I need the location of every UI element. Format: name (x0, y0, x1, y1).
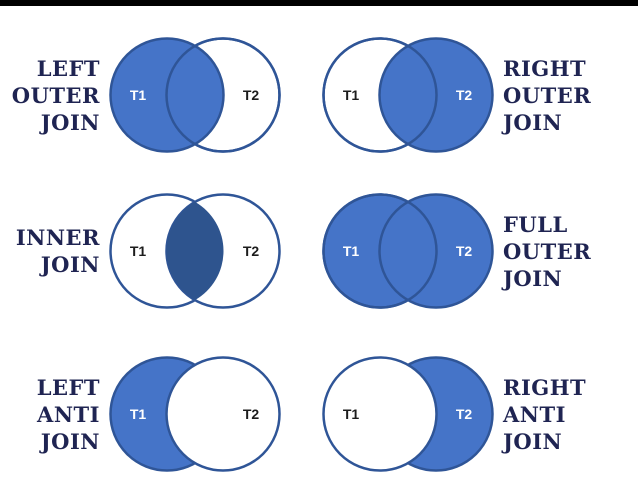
inner-join-venn: T1 T2 (106, 189, 286, 313)
full-outer-join-label: FULL OUTER JOIN (503, 211, 592, 291)
left-anti-join-venn: T1 T2 (106, 352, 286, 476)
cell-full-outer-join: T1 T2 FULL OUTER JOIN (319, 189, 635, 313)
t1-label: T1 (130, 406, 147, 422)
cell-left-outer-join: LEFT OUTER JOIN T1 T2 (0, 33, 286, 157)
right-outer-join-venn: T1 T2 (319, 33, 499, 157)
right-outer-join-label: RIGHT OUTER JOIN (503, 55, 592, 135)
t2-label: T2 (243, 243, 260, 259)
venn-left-anti: T1 T2 (109, 356, 281, 472)
venn-right-anti: T1 T2 (322, 356, 494, 472)
t1-circle-outline (322, 193, 438, 309)
left-outer-join-venn: T1 T2 (106, 33, 286, 157)
cell-right-outer-join: T1 T2 RIGHT OUTER JOIN (319, 33, 635, 157)
t2-label: T2 (456, 87, 473, 103)
row-outer-joins: LEFT OUTER JOIN T1 T2 T1 T2 RIGHT OUTER JO… (0, 33, 638, 157)
t1-label: T1 (343, 243, 360, 259)
full-outer-join-venn: T1 T2 (319, 189, 499, 313)
venn-full-outer: T1 T2 (322, 193, 494, 309)
venn-inner: T1 T2 (109, 193, 281, 309)
intersection-lens (166, 201, 224, 301)
t2-label: T2 (456, 243, 473, 259)
venn-left-outer: T1 T2 (109, 37, 281, 153)
t2-label: T2 (243, 406, 260, 422)
t2-label: T2 (243, 87, 260, 103)
t2-circle (165, 356, 281, 472)
t1-label: T1 (343, 87, 360, 103)
right-anti-join-label: RIGHT ANTI JOIN (503, 374, 587, 454)
inner-join-label: INNER JOIN (15, 225, 100, 277)
top-bar (0, 0, 638, 6)
left-outer-join-label: LEFT OUTER JOIN (11, 55, 100, 135)
cell-inner-join: INNER JOIN T1 T2 (0, 189, 286, 313)
t1-label: T1 (130, 243, 147, 259)
t2-label: T2 (456, 406, 473, 422)
t1-circle-outline (322, 37, 438, 153)
left-anti-join-label: LEFT ANTI JOIN (36, 374, 100, 454)
t1-label: T1 (343, 406, 360, 422)
row-inner-full-joins: INNER JOIN T1 T2 T1 T2 FULL OUTER JOIN (0, 189, 638, 313)
t1-circle (322, 356, 438, 472)
row-anti-joins: LEFT ANTI JOIN T1 T2 T1 T2 RIGHT ANTI JOIN (0, 352, 638, 476)
t2-circle-outline (165, 37, 281, 153)
right-anti-join-venn: T1 T2 (319, 352, 499, 476)
cell-right-anti-join: T1 T2 RIGHT ANTI JOIN (319, 352, 635, 476)
cell-left-anti-join: LEFT ANTI JOIN T1 T2 (0, 352, 286, 476)
venn-right-outer: T1 T2 (322, 37, 494, 153)
t1-label: T1 (130, 87, 147, 103)
